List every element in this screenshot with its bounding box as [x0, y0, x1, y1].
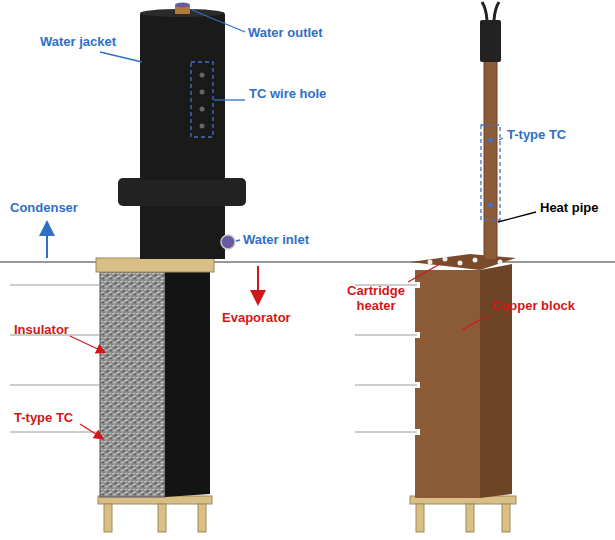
- leg: [104, 504, 112, 532]
- leg: [198, 504, 206, 532]
- leader-line: [408, 264, 440, 282]
- leader-arrow: [80, 424, 102, 438]
- leg: [158, 504, 166, 532]
- part-label: Copper block: [492, 298, 602, 313]
- copper-top: [410, 254, 516, 270]
- tc-wire: [10, 432, 100, 433]
- leader-line: [100, 52, 142, 62]
- evaporator-arrow: [257, 266, 259, 302]
- tc-hole: [200, 90, 205, 95]
- water-outlet-opening: [175, 3, 190, 8]
- tc-hole: [200, 73, 205, 78]
- tc-wire: [10, 285, 100, 286]
- leader-line: [192, 10, 245, 32]
- insulator-side: [165, 267, 210, 497]
- condenser-arrow: [46, 224, 48, 258]
- tc-frame: [481, 125, 500, 220]
- leg: [502, 504, 510, 532]
- tc-wire: [10, 385, 100, 386]
- part-label: Evaporator: [222, 310, 322, 325]
- leader-line: [214, 99, 245, 100]
- insulator-front: [100, 272, 165, 497]
- jacket-lower: [140, 205, 225, 259]
- heater-hole: [498, 260, 503, 265]
- heater-hole: [458, 261, 463, 266]
- arrows-and-leaders: [47, 10, 536, 438]
- part-label: Heat pipe: [540, 200, 615, 215]
- leader-arrow: [70, 336, 104, 352]
- leader-line: [462, 314, 490, 330]
- heat-pipe: [484, 60, 497, 260]
- water-inlet-fitting: [221, 235, 235, 249]
- top-plate: [96, 258, 214, 272]
- part-label: Water inlet: [243, 232, 343, 247]
- tc-wire: [355, 432, 417, 433]
- jacket-upper: [140, 12, 225, 180]
- left-assembly: [10, 3, 246, 533]
- jacket-flange: [118, 178, 246, 206]
- part-label: TC wire hole: [249, 86, 349, 101]
- right-assembly: [355, 2, 516, 532]
- tc-point: [488, 203, 493, 208]
- part-label: Condenser: [10, 200, 100, 215]
- tc-hole-frame: [191, 62, 213, 137]
- leader-line: [499, 138, 503, 140]
- part-label: Cartridge heater: [340, 283, 412, 313]
- connector-cable: [482, 2, 499, 20]
- heater-hole: [443, 257, 448, 262]
- part-label: T-type TC: [14, 410, 104, 425]
- tc-hole: [200, 124, 205, 129]
- part-label: T-type TC: [507, 127, 607, 142]
- tc-hole: [200, 107, 205, 112]
- tc-wire: [355, 335, 417, 336]
- leader-line: [498, 212, 536, 222]
- heater-hole: [428, 260, 433, 265]
- leader-line: [236, 240, 240, 241]
- tc-wire: [355, 385, 417, 386]
- tc-point: [488, 138, 493, 143]
- copper-front: [415, 270, 480, 498]
- leg: [416, 504, 424, 532]
- part-label: Water jacket: [40, 34, 140, 49]
- leg: [466, 504, 474, 532]
- part-label: Insulator: [14, 322, 104, 337]
- heater-hole: [473, 258, 478, 263]
- section-divider: [0, 261, 615, 262]
- part-label: Water outlet: [248, 25, 348, 40]
- pipe-connector: [480, 20, 501, 62]
